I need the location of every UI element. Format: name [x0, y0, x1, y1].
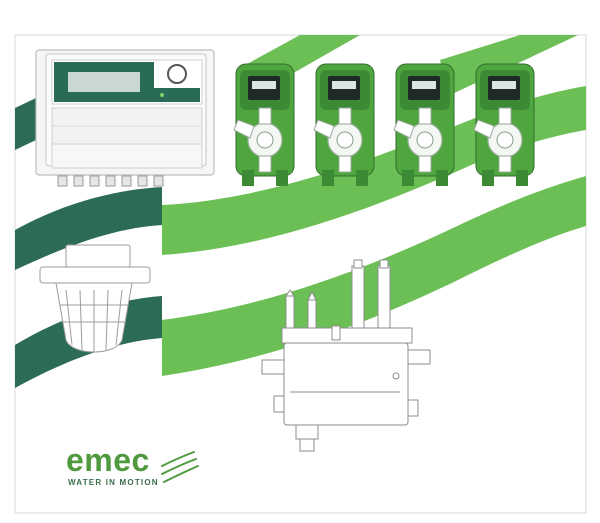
- dosing-pump: [313, 63, 375, 186]
- manifold-screw-icon: [392, 372, 400, 380]
- filter-top-cap: [65, 244, 131, 268]
- dosing-pumps: [233, 63, 535, 186]
- manifold-side-port-left: [261, 359, 285, 375]
- pump-inlet-valve: [338, 107, 352, 125]
- dosing-pump: [393, 63, 455, 186]
- pump-display-screen: [332, 81, 356, 89]
- light-wave-lower: [162, 176, 586, 376]
- pump-inlet-valve: [258, 107, 272, 125]
- pump-display-screen: [412, 81, 436, 89]
- filter-rib: [65, 289, 73, 346]
- filter-housing: [39, 244, 151, 353]
- filter-flange: [39, 266, 151, 284]
- controller-display: [68, 72, 140, 92]
- controller-base: [51, 143, 203, 169]
- controller-knob-icon: [167, 64, 187, 84]
- cable-gland-icon: [121, 175, 132, 187]
- pump-head-center: [496, 131, 514, 149]
- manifold-side-port-right: [407, 349, 431, 365]
- probe-left-2: [307, 299, 317, 329]
- dark-stripe-top: [15, 98, 36, 150]
- pump-outlet-valve: [258, 155, 272, 173]
- probe-tall-2-cap: [379, 259, 389, 269]
- brand-tagline: WATER IN MOTION: [68, 478, 159, 487]
- pump-head-center: [256, 131, 274, 149]
- pump-foot-right: [276, 170, 288, 186]
- pump-outlet-valve: [338, 155, 352, 173]
- pump-outlet-valve: [418, 155, 432, 173]
- probe-holder-manifold: [261, 259, 431, 452]
- manifold-body: [283, 342, 409, 426]
- pump-foot-left: [482, 170, 494, 186]
- pump-outlet-valve: [498, 155, 512, 173]
- pump-foot-right: [516, 170, 528, 186]
- pump-inlet-valve: [498, 107, 512, 125]
- probe-left-2-tip: [307, 290, 317, 301]
- probe-left-1: [285, 295, 295, 329]
- pump-inlet-valve: [418, 107, 432, 125]
- probe-tall-2: [377, 265, 391, 329]
- filter-rib: [79, 289, 83, 351]
- filter-rib: [105, 289, 109, 351]
- cable-gland-icon: [137, 175, 148, 187]
- cable-gland-icon: [153, 175, 164, 187]
- probe-tall-1-cap: [353, 259, 363, 269]
- filter-rib: [115, 289, 123, 346]
- cable-gland-icon: [105, 175, 116, 187]
- manifold-outlet: [295, 424, 319, 440]
- pump-head-center: [336, 131, 354, 149]
- manifold-top-rail: [281, 327, 413, 344]
- cable-gland-icon: [57, 175, 68, 187]
- cable-gland-icon: [73, 175, 84, 187]
- pump-foot-left: [322, 170, 334, 186]
- manifold-drain: [299, 438, 315, 452]
- pump-head-center: [416, 131, 434, 149]
- probe-tall-1: [351, 265, 365, 329]
- pump-foot-right: [436, 170, 448, 186]
- dosing-pump: [473, 63, 535, 186]
- manifold-bracket-left: [273, 395, 285, 413]
- pump-side-fitting: [233, 119, 255, 139]
- controller-label-strip: [154, 88, 200, 102]
- dosing-pump: [233, 63, 295, 186]
- probe-small: [331, 325, 341, 341]
- manifold-bracket-right: [407, 399, 419, 417]
- cable-gland-icon: [89, 175, 100, 187]
- pump-side-fitting: [473, 119, 495, 139]
- pump-foot-left: [242, 170, 254, 186]
- pump-side-fitting: [313, 119, 335, 139]
- dark-stripe-middle: [15, 187, 162, 270]
- pump-display-screen: [252, 81, 276, 89]
- pump-display-screen: [492, 81, 516, 89]
- controller-unit: [35, 49, 215, 187]
- controller-led-icon: [160, 93, 164, 97]
- brand-waves-icon: [161, 451, 199, 483]
- pump-side-fitting: [393, 119, 415, 139]
- pump-foot-right: [356, 170, 368, 186]
- brand-logo: emec: [66, 442, 150, 478]
- probe-left-1-tip: [285, 289, 295, 297]
- pump-foot-left: [402, 170, 414, 186]
